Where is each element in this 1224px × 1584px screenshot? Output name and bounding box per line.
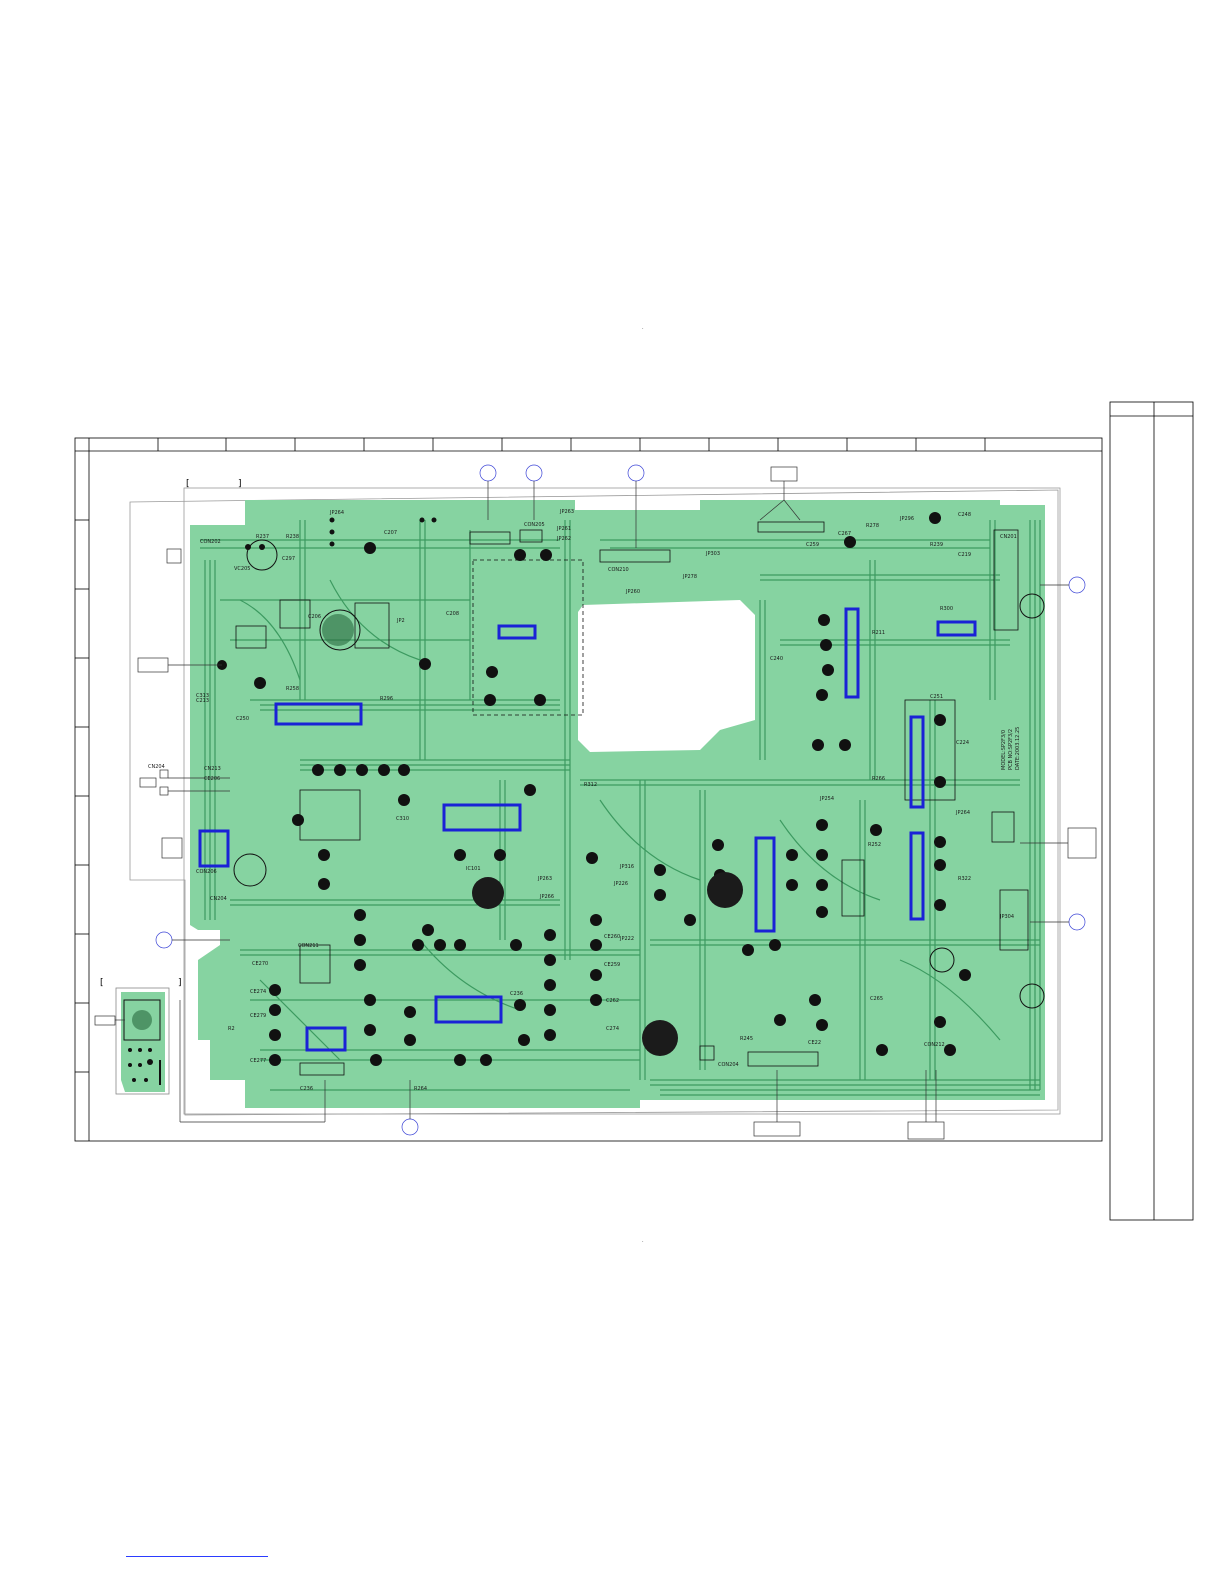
- label-low-3: R2: [228, 1026, 235, 1032]
- round-components: [217, 539, 1045, 1056]
- label-top-21: R239: [930, 542, 943, 548]
- svg-text:]: ]: [178, 978, 182, 988]
- label-low-9: CE260: [604, 934, 620, 940]
- date-stamp-1: PCB NO:SP2F3/2: [1008, 729, 1014, 770]
- label-low-20: C236: [300, 1086, 313, 1092]
- callouts: [ ] [ ]: [94, 464, 1097, 1140]
- label-low-0: CON211: [298, 943, 319, 949]
- label-mid-2: R258: [286, 686, 299, 692]
- label-mid-1: C250: [236, 716, 249, 722]
- label-low-2: CE274: [250, 989, 266, 995]
- label-mid-13: R252: [868, 842, 881, 848]
- label-top-19: C267: [838, 531, 851, 537]
- label-mid-12: JP254: [819, 796, 834, 802]
- label-mid-5: C310: [396, 816, 409, 822]
- label-top-2: R238: [286, 534, 299, 540]
- label-top-17: C259: [806, 542, 819, 548]
- label-low-7: CN204: [210, 896, 227, 902]
- label-top-22: C219: [958, 552, 971, 558]
- left-label-1: CN213: [204, 766, 221, 772]
- label-low-17: CE22: [808, 1040, 821, 1046]
- left-label-2: C313: [196, 693, 209, 699]
- label-top-4: C297: [282, 556, 295, 562]
- label-top-1: R237: [256, 534, 269, 540]
- silkscreen-labels: CON202 R237 R238 VC205 C297 C206 C207 CO…: [148, 509, 1017, 1092]
- label-mid-0: C213: [196, 698, 209, 704]
- title-block: [1109, 401, 1194, 1221]
- board-date-stamp: MODEL:SP2F3/0 PCB NO:SP2F3/2 DATE:2003.1…: [1001, 727, 1021, 770]
- label-mid-6: R312: [584, 782, 597, 788]
- highlighted-ics: [198, 607, 977, 1052]
- label-top-25: JP303: [705, 551, 720, 557]
- label-top-12: JP261: [556, 526, 571, 532]
- label-top-23: CN201: [1000, 534, 1017, 540]
- left-label-0: CN204: [148, 764, 165, 770]
- label-top-16: JP260: [625, 589, 640, 595]
- component-pads: [245, 512, 971, 1066]
- label-mid-8: JP316: [619, 864, 634, 870]
- label-top-0: CON202: [200, 539, 221, 545]
- label-mid-17: R322: [958, 876, 971, 882]
- page-mark-bottom: .: [642, 1238, 644, 1244]
- label-low-13: C262: [606, 998, 619, 1004]
- left-label-3: CE206: [204, 776, 220, 782]
- label-low-1: CE270: [252, 961, 268, 967]
- label-mid-15: R300: [940, 606, 953, 612]
- label-top-14: CON210: [608, 567, 629, 573]
- label-top-5: C206: [308, 614, 321, 620]
- label-mid-3: R296: [380, 696, 393, 702]
- label-top-3: VC205: [234, 566, 250, 572]
- date-stamp-2: DATE:2003.12.25: [1015, 727, 1021, 770]
- label-top-8: C208: [446, 611, 459, 617]
- label-low-5: CE277: [250, 1058, 266, 1064]
- label-mid-16: JP264: [955, 810, 970, 816]
- label-low-18: CON212: [924, 1042, 945, 1048]
- label-mid-10: R211: [872, 630, 885, 636]
- footer-link-underline: [126, 1556, 268, 1557]
- label-mid-7: JP263: [537, 876, 552, 882]
- label-mid-14: C224: [956, 740, 969, 746]
- label-low-8: JP222: [619, 936, 634, 942]
- label-low-21: R264: [414, 1086, 427, 1092]
- label-low-12: JP266: [539, 894, 554, 900]
- pad-rows: [235, 521, 1029, 1076]
- svg-text:[: [: [186, 479, 190, 489]
- label-top-6: C207: [384, 530, 397, 536]
- board-cutout: [578, 600, 755, 752]
- label-mid-18: C251: [930, 694, 943, 700]
- label-top-15: JP278: [682, 574, 697, 580]
- label-top-7: CON205: [524, 522, 545, 528]
- label-low-16: R245: [740, 1036, 753, 1042]
- svg-text:[: [: [100, 978, 104, 988]
- label-low-15: CON204: [718, 1062, 739, 1068]
- main-pcb: CON202 R237 R238 VC205 C297 C206 C207 CO…: [148, 500, 1045, 1108]
- label-low-22: JP304: [999, 914, 1014, 920]
- label-low-10: CE259: [604, 962, 620, 968]
- label-low-11: C274: [606, 1026, 619, 1032]
- label-mid-9: C240: [770, 656, 783, 662]
- label-top-18: R278: [866, 523, 879, 529]
- label-top-24: JP296: [899, 516, 914, 522]
- label-top-9: JP2: [396, 618, 405, 624]
- label-mid-4: IC101: [466, 866, 481, 872]
- label-low-6: C236: [510, 991, 523, 997]
- drawing-frame: [74, 437, 1103, 1142]
- svg-text:]: ]: [238, 479, 242, 489]
- page-mark-top: .: [642, 325, 644, 331]
- label-top-20: C248: [958, 512, 971, 518]
- label-mid-11: R266: [872, 776, 885, 782]
- label-low-4: CE279: [250, 1013, 266, 1019]
- label-low-19: C265: [870, 996, 883, 1002]
- label-top-11: JP263: [559, 509, 574, 515]
- board-outline: [129, 487, 1061, 1116]
- date-stamp-0: MODEL:SP2F3/0: [1001, 730, 1007, 770]
- sub-pcb: [115, 987, 170, 1095]
- corner-label: CON206: [196, 869, 217, 875]
- label-low-14: JP226: [613, 881, 628, 887]
- label-top-13: JP262: [556, 536, 571, 542]
- label-top-10: JP264: [329, 510, 344, 516]
